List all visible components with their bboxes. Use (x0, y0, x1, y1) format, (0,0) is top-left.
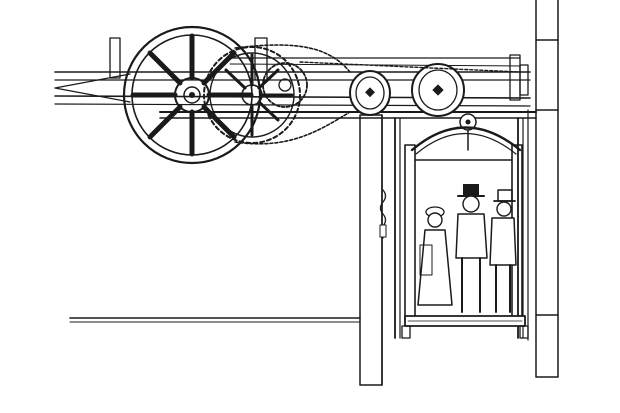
small-gear (262, 62, 308, 108)
drive-chain (234, 44, 351, 145)
pulley-left (349, 70, 391, 116)
figure-man-right (489, 189, 517, 313)
elevator-car (394, 117, 529, 339)
pulley-right (411, 63, 465, 117)
cable-sheave (459, 113, 477, 131)
figure-woman (417, 206, 453, 306)
shaft-pillar (359, 114, 387, 386)
ground-floor-line (69, 317, 361, 323)
large-flywheel (122, 25, 262, 165)
upper-chain (299, 61, 521, 73)
right-wall (527, 0, 559, 378)
figure-man-tophat (455, 184, 488, 313)
